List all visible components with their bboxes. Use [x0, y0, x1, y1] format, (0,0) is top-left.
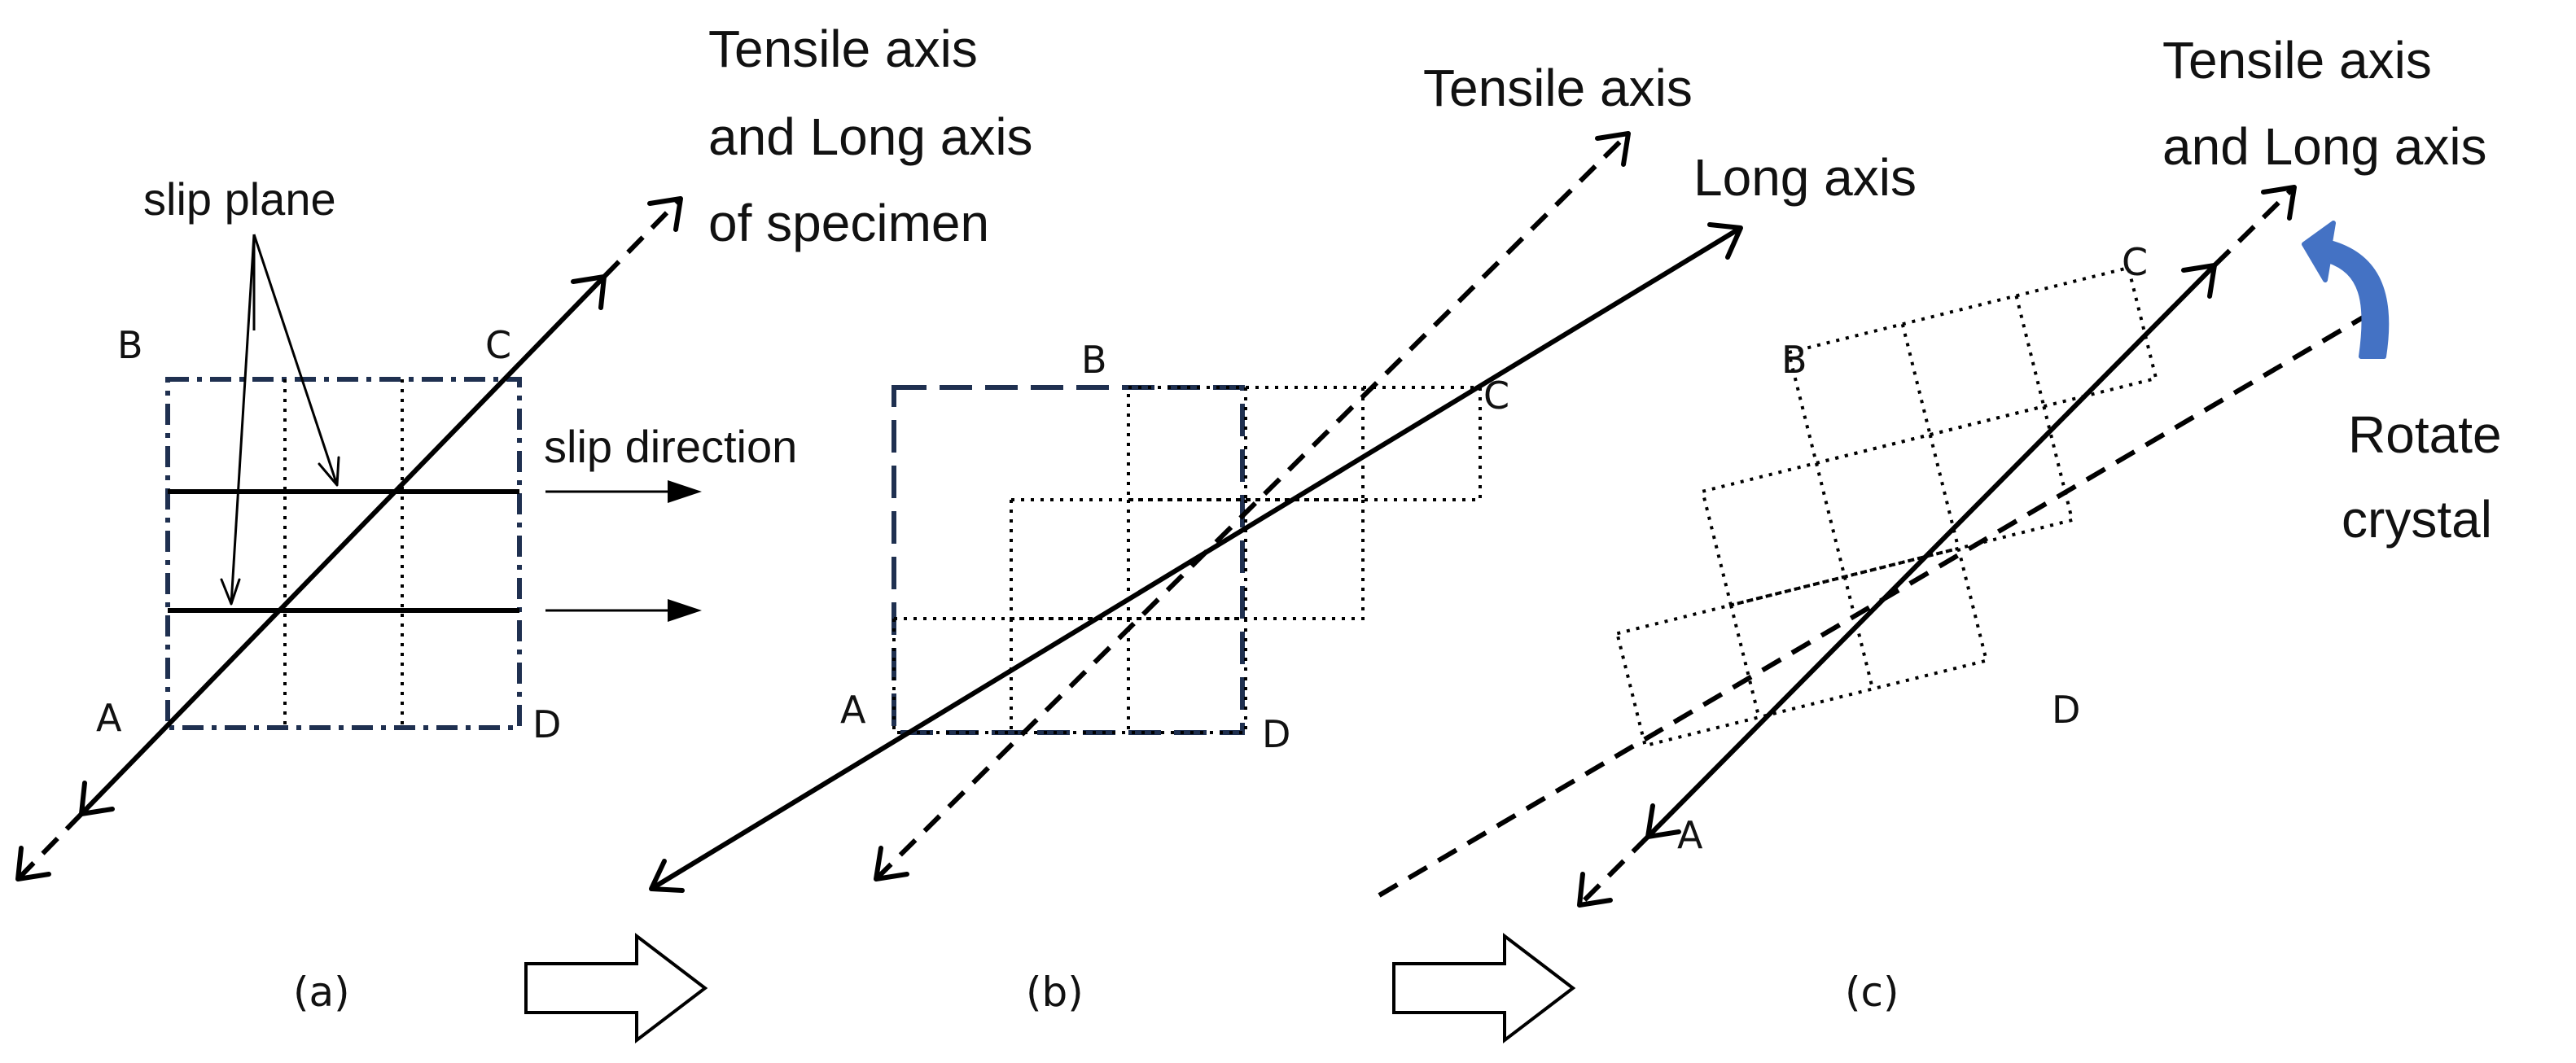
- panel-a-axis-label-line-3: of specimen: [708, 194, 989, 252]
- panel-b-point-c: C: [1483, 374, 1509, 418]
- panel-a-caption: (a): [293, 969, 350, 1016]
- panel-c-rotate-label-line-2: crystal: [2342, 490, 2492, 549]
- panel-a-slip-plane-pointer-2: [230, 234, 256, 605]
- panel-c-caption: (c): [1845, 969, 1899, 1016]
- panel-a-point-a: A: [96, 696, 122, 740]
- panel-b-long-axis-label: Long axis: [1693, 148, 1917, 207]
- panel-b-grid-line: [1127, 386, 1482, 501]
- panel-c-axis-label-line-1: Tensile axis: [2162, 31, 2432, 90]
- panel-c-axis-label-line-2: and Long axis: [2162, 117, 2487, 176]
- panel-c-point-c: C: [2122, 240, 2148, 284]
- right-hollow-arrow-icon: [1392, 932, 1576, 1044]
- panel-c-grid-line: [1814, 462, 1847, 578]
- panel-a-crystal-outline: [165, 377, 522, 730]
- panel-b-long-axis: [650, 225, 1742, 891]
- panel-a-point-c: C: [485, 323, 511, 367]
- panel-b-caption: (b): [1026, 969, 1084, 1016]
- panel-c-grid-line: [1900, 323, 1932, 435]
- panel-c-previous-long-axis: [1378, 308, 2376, 898]
- panel-c-grid-line: [1701, 404, 2074, 607]
- panel-c-point-a: A: [1677, 813, 1703, 857]
- panel-a-slip-direction-arrowhead-upper: [668, 480, 702, 503]
- panel-c-grid-line: [1729, 604, 1761, 718]
- panel-a-axis-label-line-1: Tensile axis: [708, 20, 978, 78]
- panel-c-rotated-grid: [1615, 265, 2158, 748]
- panel-c-tensile-axis-lower: [1577, 834, 1650, 908]
- panel-b: Tensile axis Long axis B C A D (b): [649, 59, 1917, 1016]
- panel-a-slip-plane-pointer-1-head: [318, 456, 340, 487]
- panel-b-point-b: B: [1081, 338, 1107, 382]
- panel-a-tensile-arrowhead-bottom: [15, 846, 51, 881]
- panel-c-tensile-arrowhead-top: [2261, 185, 2297, 221]
- panel-b-original-crystal-outline: [892, 385, 1245, 735]
- curved-rotate-arrow-icon: [2302, 221, 2390, 359]
- panel-a-slip-direction-arrowhead-lower: [668, 599, 702, 622]
- panel-a-tensile-axis-upper: [602, 196, 683, 279]
- panel-b-point-a: A: [840, 688, 866, 732]
- panel-b-long-axis-arrowhead-top: [1707, 222, 1743, 260]
- panel-b-tensile-arrowhead-top: [1595, 131, 1631, 167]
- right-hollow-arrow-icon: [524, 932, 708, 1044]
- panel-a-slip-direction-label: slip direction: [544, 421, 797, 472]
- panel-c-grid-line: [2014, 295, 2046, 407]
- panel-c-point-b: B: [1781, 338, 1807, 382]
- panel-c-point-d: D: [2052, 688, 2080, 732]
- panel-c-grid-line: [1928, 434, 1960, 549]
- panel-a-slip-plane-pointer-2-head: [220, 578, 241, 606]
- panel-a-axis-label-line-2: and Long axis: [708, 107, 1033, 166]
- panel-a-long-axis: [79, 274, 607, 816]
- panel-a-point-d: D: [532, 702, 561, 746]
- panel-a-tensile-axis-lower: [15, 811, 84, 881]
- panel-b-point-d: D: [1262, 712, 1290, 756]
- panel-a-slip-plane-label: slip plane: [143, 173, 336, 225]
- panel-c-grid-line: [1787, 265, 2158, 466]
- panel-c-long-axis: [1645, 263, 2217, 839]
- panel-a-point-b: B: [117, 323, 143, 367]
- panel-c: Tensile axis and Long axis Rotate crysta…: [1378, 31, 2502, 1016]
- panel-b-tensile-axis: [874, 131, 1631, 881]
- panel-c-tensile-axis-upper: [2212, 185, 2297, 268]
- panel-a: Tensile axis and Long axis of specimen s…: [15, 20, 1033, 1016]
- panel-c-tensile-arrowhead-bottom: [1577, 872, 1613, 908]
- panel-c-rotate-label-line-1: Rotate: [2348, 405, 2502, 464]
- panel-b-tensile-axis-label: Tensile axis: [1423, 59, 1693, 117]
- panel-a-tensile-arrowhead-top: [647, 196, 683, 232]
- panel-b-grid-line: [1010, 498, 1365, 620]
- panel-b-long-axis-arrowhead-bottom: [649, 859, 685, 893]
- panel-a-slip-plane-pointer-1: [252, 234, 339, 486]
- panel-b-tensile-arrowhead-bottom: [874, 846, 909, 881]
